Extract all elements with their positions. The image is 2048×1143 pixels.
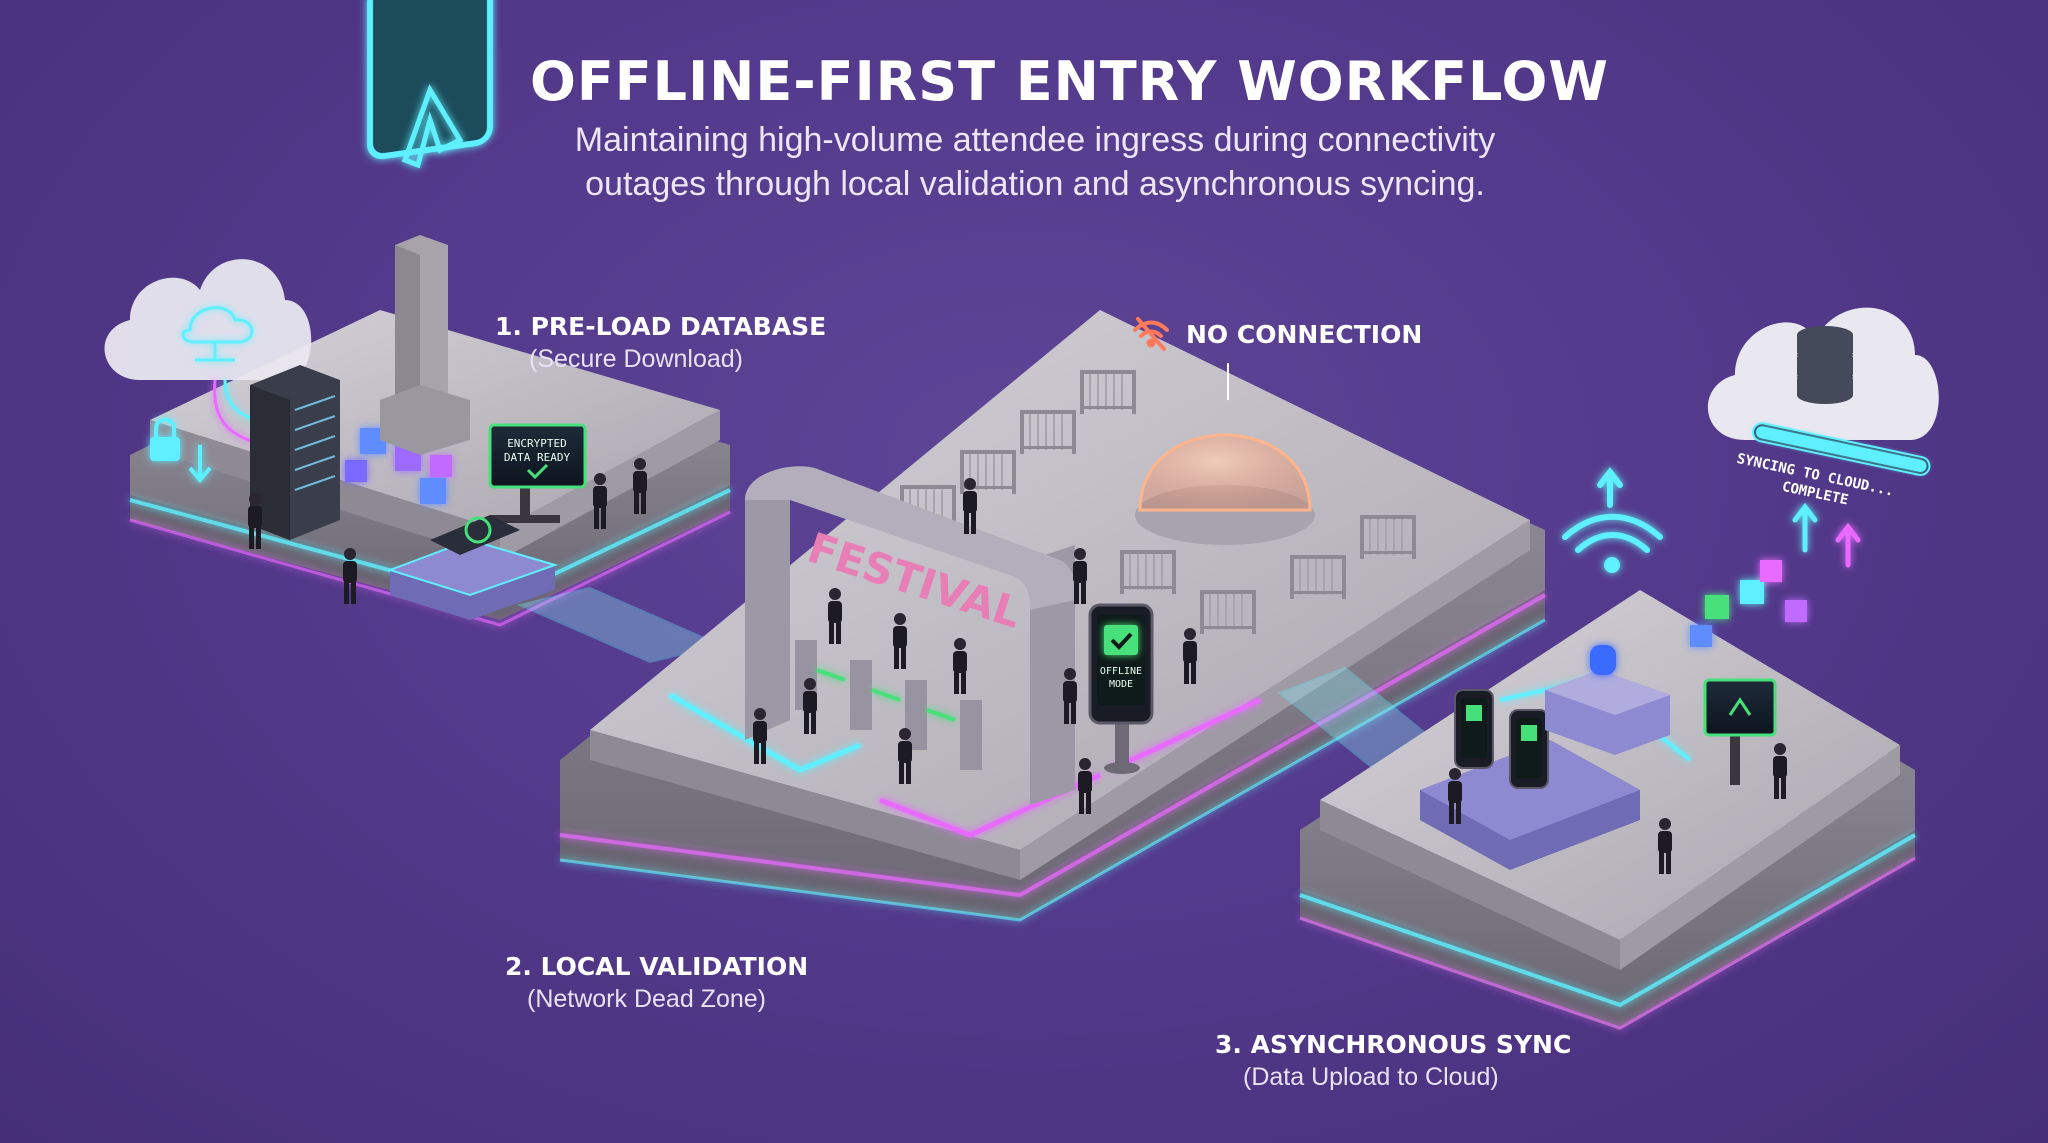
step-1-subtitle: (Secure Download) [529,345,743,373]
wifi-icon [1562,467,1663,573]
scanner-dock [386,515,559,620]
offline-kiosk-line1: OFFLINE [1100,666,1142,677]
encrypted-line1: ENCRYPTED [507,437,567,450]
subtitle-line-2: outages through local validation and asy… [585,165,1485,203]
sync-terminal [1703,678,1777,785]
wifi-off-icon [1133,317,1169,351]
step-1-label: 1. PRE-LOAD DATABASE (Secure Download) [495,312,826,374]
festival-arch: FESTIVAL [745,466,1076,805]
step-1-title: 1. PRE-LOAD DATABASE [495,312,827,341]
step-2-subtitle: (Network Dead Zone) [527,985,766,1013]
step-2-label: 2. LOCAL VALIDATION (Network Dead Zone) [505,952,808,1014]
step-3-title: 3. ASYNCHRONOUS SYNC [1215,1030,1572,1059]
logo-pillar [380,235,470,455]
no-signal-dome [1135,363,1315,545]
lock-download-icon [150,417,212,484]
sync-hub [1545,645,1670,755]
step-3-label: 3. ASYNCHRONOUS SYNC (Data Upload to Clo… [1215,1030,1571,1092]
step-3-subtitle: (Data Upload to Cloud) [1243,1063,1499,1091]
database-cloud-icon [1707,307,1939,440]
charging-dock [1420,689,1640,870]
upload-arrow-icon [1792,502,1861,568]
sync-data-cubes [1690,560,1807,647]
checkmark-icon [526,463,549,480]
offline-kiosk-line2: MODE [1109,679,1133,690]
page-subtitle: Maintaining high-volume attendee ingress… [545,118,1525,206]
logo-sign-icon [367,0,493,169]
encrypted-data-screen: ENCRYPTED DATA READY [488,423,587,523]
no-connection-text: NO CONNECTION [1186,319,1423,349]
encrypted-line2: DATA READY [504,451,571,464]
subtitle-line-1: Maintaining high-volume attendee ingress… [574,121,1496,159]
offline-kiosk: OFFLINE MODE [1088,603,1154,774]
no-connection-status: NO CONNECTION [1130,316,1422,352]
step-2-title: 2. LOCAL VALIDATION [505,952,809,981]
page-title: OFFLINE-FIRST ENTRY WORKFLOW [530,50,1609,113]
server-rack-icon [250,365,340,540]
